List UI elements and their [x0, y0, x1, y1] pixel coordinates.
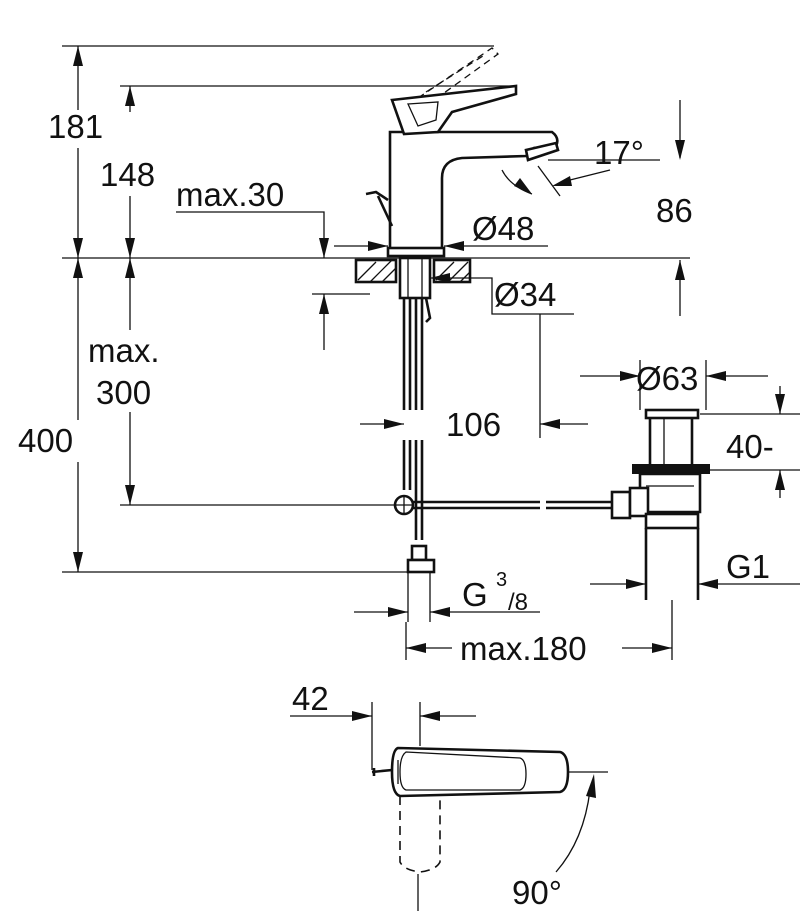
dim-diameter-48: Ø48	[472, 210, 534, 247]
dim-diameter-34: Ø34	[494, 276, 556, 313]
drain-assembly	[628, 408, 710, 600]
dim-300: 300	[96, 374, 151, 411]
dim-40: 40-	[726, 428, 774, 465]
dim-106: 106	[446, 406, 501, 443]
dim-148: 148	[100, 156, 155, 193]
countertop-section	[354, 256, 472, 323]
dim-thread-g1: G1	[726, 548, 770, 585]
faucet-top-view	[371, 746, 570, 911]
dim-thread-g-denominator: /8	[508, 589, 528, 616]
supply-hoses	[402, 298, 436, 574]
drain-rod	[393, 490, 632, 520]
dim-max-label: max.	[88, 332, 160, 369]
dim-400: 400	[18, 422, 73, 459]
dim-86: 86	[656, 192, 693, 229]
dim-max-180: max.180	[460, 630, 587, 667]
dim-thread-g-numerator: 3	[496, 569, 507, 591]
dim-thread-g-prefix: G	[462, 576, 488, 613]
dimension-lines	[62, 45, 800, 873]
dim-max-30: max.30	[176, 176, 284, 213]
dim-diameter-63: Ø63	[636, 360, 698, 397]
dim-angle-90: 90°	[512, 874, 562, 911]
dim-181: 181	[48, 108, 103, 145]
dim-42: 42	[292, 680, 329, 717]
dim-angle-17: 17°	[594, 134, 644, 171]
